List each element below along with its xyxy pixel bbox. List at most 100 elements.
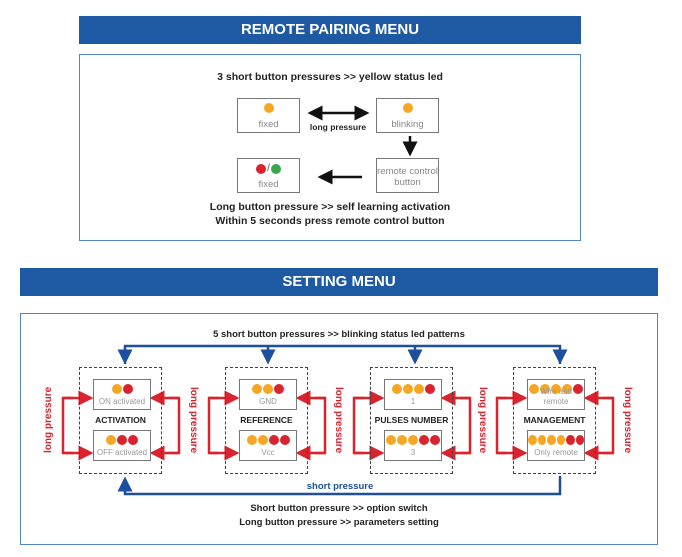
option-label: Wire and remote bbox=[539, 387, 572, 406]
red-bracket bbox=[352, 396, 364, 455]
yellow-led bbox=[263, 103, 274, 113]
group-name: MANAGEMENT bbox=[523, 415, 586, 425]
option-box-top: GND bbox=[239, 379, 297, 410]
red-led bbox=[424, 384, 435, 394]
red-led bbox=[573, 384, 583, 394]
option-box-bottom: 3 bbox=[384, 430, 442, 461]
yellow-led bbox=[246, 435, 257, 445]
long-pressure-label: long pressure bbox=[309, 122, 367, 132]
yellow-led bbox=[528, 435, 537, 445]
option-box-top: Wire and remote bbox=[527, 379, 585, 410]
red-led bbox=[274, 384, 284, 394]
yellow-led bbox=[402, 384, 413, 394]
fixed-yellow-box: fixed bbox=[237, 98, 300, 133]
yellow-led bbox=[257, 435, 268, 445]
setting-frame bbox=[20, 313, 658, 545]
option-box-bottom: Only remote bbox=[527, 430, 585, 461]
yellow-led bbox=[562, 384, 572, 394]
option-label: GND bbox=[259, 397, 277, 406]
box-label: blinking bbox=[391, 119, 424, 130]
top-blue-line bbox=[123, 344, 562, 364]
red-led bbox=[566, 435, 575, 445]
yellow-led bbox=[540, 384, 550, 394]
group-name: ACTIVATION bbox=[95, 415, 146, 425]
red-led bbox=[430, 435, 440, 445]
red-bracket bbox=[603, 396, 615, 455]
blue-arrows bbox=[117, 344, 568, 496]
green-led bbox=[270, 163, 281, 174]
yellow-led bbox=[106, 435, 116, 445]
yellow-led bbox=[551, 384, 561, 394]
long-pressure-side-label: long pressure bbox=[43, 386, 54, 454]
box-label: fixed bbox=[258, 179, 279, 190]
led-row bbox=[94, 384, 150, 394]
yellow-led bbox=[386, 435, 396, 445]
pairing-arrows bbox=[307, 105, 418, 185]
pairing-intro: 3 short button pressures >> yellow statu… bbox=[217, 71, 443, 83]
red-bracket bbox=[495, 396, 507, 455]
box-label: fixed bbox=[258, 119, 279, 130]
pairing-title: REMOTE PAIRING MENU bbox=[79, 16, 581, 44]
led-row bbox=[94, 435, 150, 445]
red-led bbox=[279, 435, 290, 445]
option-label: 3 bbox=[410, 448, 416, 457]
yellow-led bbox=[402, 103, 413, 113]
option-label: ON activated bbox=[98, 397, 146, 406]
red-led bbox=[117, 435, 127, 445]
option-label: OFF activated bbox=[96, 448, 148, 457]
short-pressure-label: short pressure bbox=[300, 481, 380, 492]
red-bracket bbox=[460, 396, 472, 455]
led-row: / bbox=[238, 163, 299, 174]
yellow-led bbox=[537, 435, 546, 445]
led-row bbox=[238, 103, 299, 113]
red-led bbox=[419, 435, 429, 445]
yellow-led bbox=[408, 435, 418, 445]
red-led bbox=[268, 435, 279, 445]
group-name: PULSES NUMBER bbox=[374, 415, 449, 425]
long-pressure-side-label: long pressure bbox=[622, 386, 633, 454]
fixed-red-green-box: / fixed bbox=[237, 158, 300, 193]
option-box-bottom: Vcc bbox=[239, 430, 297, 461]
red-led bbox=[128, 435, 138, 445]
long-pressure-side-label: long pressure bbox=[477, 386, 488, 454]
setting-title: SETTING MENU bbox=[20, 268, 658, 296]
long-pressure-side-label: long pressure bbox=[333, 386, 344, 454]
pairing-footer-2: Within 5 seconds press remote control bu… bbox=[215, 215, 445, 227]
box-label: remote control button bbox=[377, 166, 438, 188]
yellow-led bbox=[529, 384, 539, 394]
pairing-frame bbox=[79, 54, 581, 241]
yellow-led bbox=[252, 384, 262, 394]
red-bracket bbox=[207, 396, 219, 455]
red-bracket bbox=[315, 396, 327, 455]
yellow-led bbox=[111, 384, 122, 394]
led-row bbox=[377, 103, 438, 113]
setting-footer-1: Short button pressure >> option switch bbox=[250, 503, 428, 514]
remote-control-button-box: remote control button bbox=[376, 158, 439, 193]
red-led bbox=[575, 435, 584, 445]
led-row bbox=[528, 384, 584, 394]
led-row bbox=[240, 384, 296, 394]
yellow-led bbox=[413, 384, 424, 394]
red-bracket bbox=[169, 396, 181, 455]
pairing-footer-1: Long button pressure >> self learning ac… bbox=[209, 201, 451, 213]
led-row bbox=[528, 435, 584, 445]
yellow-led bbox=[547, 435, 556, 445]
red-led bbox=[256, 163, 267, 174]
led-row bbox=[385, 384, 441, 394]
blinking-yellow-box: blinking bbox=[376, 98, 439, 133]
red-bracket bbox=[61, 396, 73, 455]
setting-footer-2: Long button pressure >> parameters setti… bbox=[239, 517, 439, 528]
led-row bbox=[385, 435, 441, 445]
red-arrows bbox=[61, 390, 615, 461]
option-box-bottom: OFF activated bbox=[93, 430, 151, 461]
setting-top-text: 5 short button pressures >> blinking sta… bbox=[213, 329, 465, 340]
option-box-top: ON activated bbox=[93, 379, 151, 410]
yellow-led bbox=[263, 384, 273, 394]
long-pressure-side-label: long pressure bbox=[188, 386, 199, 454]
